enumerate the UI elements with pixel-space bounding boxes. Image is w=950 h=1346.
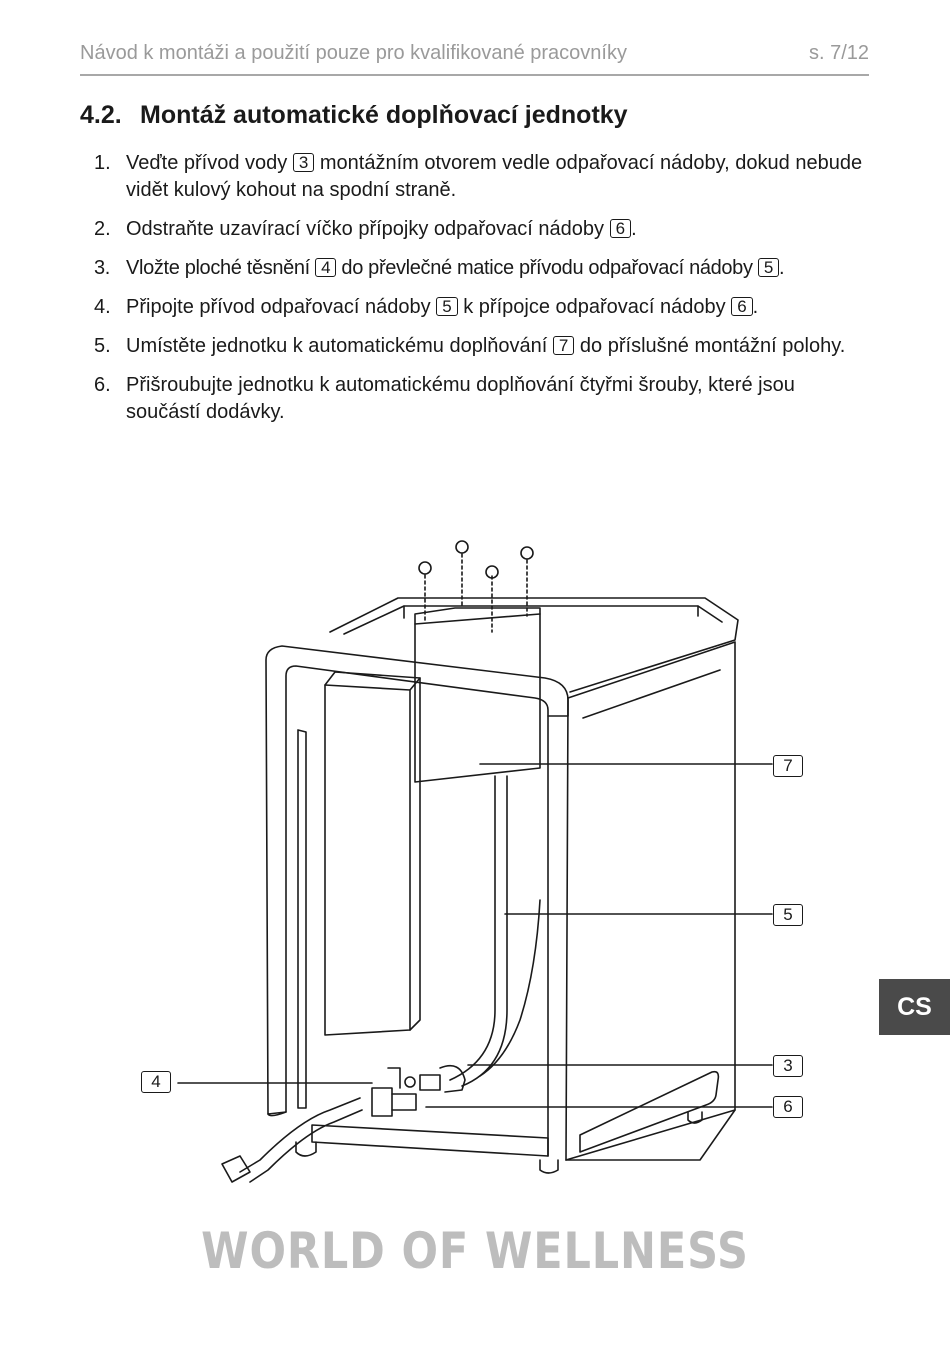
callout-5: 5 — [773, 904, 803, 926]
callout-6: 6 — [773, 1096, 803, 1118]
ref-box: 3 — [292, 153, 315, 172]
page-header: Návod k montáži a použití pouze pro kval… — [80, 40, 869, 76]
step-text: Vložte ploché těsnění — [126, 257, 316, 279]
step-item: 4. Připojte přívod odpařovací nádoby 5 k … — [80, 294, 869, 321]
step-item: 3. Vložte ploché těsnění 4 do převlečné m… — [80, 255, 869, 282]
step-text: . — [752, 296, 759, 318]
ref-box: 6 — [731, 297, 753, 316]
step-item: 5. Umístěte jednotku k automatickému dopl… — [80, 333, 869, 360]
step-number: 1. — [94, 152, 111, 174]
step-text: Připojte přívod odpařovací nádoby — [126, 296, 437, 318]
step-text: do příslušné montážní polohy. — [574, 335, 846, 357]
step-text: k přípojce odpařovací nádoby — [457, 296, 732, 318]
language-tab: CS — [879, 979, 950, 1035]
assembly-illustration: 7 5 3 6 4 — [0, 520, 950, 1200]
step-item: 2. Odstraňte uzavírací víčko přípojky odp… — [80, 216, 869, 243]
callout-7: 7 — [773, 755, 803, 777]
step-number: 2. — [94, 218, 111, 240]
callout-3: 3 — [773, 1055, 803, 1077]
step-number: 5. — [94, 335, 111, 357]
steps-list: 1. Veďte přívod vody 3 montážním otvorem … — [80, 150, 869, 438]
ref-box: 4 — [315, 258, 337, 277]
step-text: Odstraňte uzavírací víčko přípojky odpař… — [126, 218, 610, 240]
ref-box: 5 — [436, 297, 458, 316]
ref-box: 6 — [609, 219, 632, 238]
section-title-text: Montáž automatické doplňovací jednotky — [140, 101, 628, 129]
callout-4: 4 — [141, 1071, 171, 1093]
ref-box: 7 — [552, 336, 575, 355]
step-text: Umístěte jednotku k automatickému doplňo… — [126, 335, 553, 357]
step-item: 1. Veďte přívod vody 3 montážním otvorem … — [80, 150, 869, 204]
section-number: 4.2. — [80, 101, 122, 129]
step-number: 6. — [94, 374, 111, 396]
step-item: 6. Přišroubujte jednotku k automatickému … — [80, 372, 869, 426]
step-text: do převlečné matice přívodu odpařovací n… — [336, 257, 758, 279]
step-text: Přišroubujte jednotku k automatickému do… — [126, 374, 795, 423]
section-title: 4.2. Montáž automatické doplňovací jednot… — [80, 101, 628, 130]
step-text: . — [778, 257, 785, 279]
step-number: 3. — [94, 257, 110, 279]
cabinet-drawing — [177, 540, 773, 1183]
step-text: Veďte přívod vody — [126, 152, 293, 174]
brand-wordmark: WORLD OF WELLNESS — [201, 1222, 749, 1280]
step-number: 4. — [94, 296, 111, 318]
header-title: Návod k montáži a použití pouze pro kval… — [80, 42, 627, 64]
page-number: s. 7/12 — [808, 42, 869, 64]
step-text: montážním otvorem vedle odpařovací nádob… — [126, 152, 863, 201]
step-text: . — [631, 218, 637, 240]
ref-box: 5 — [757, 258, 779, 277]
